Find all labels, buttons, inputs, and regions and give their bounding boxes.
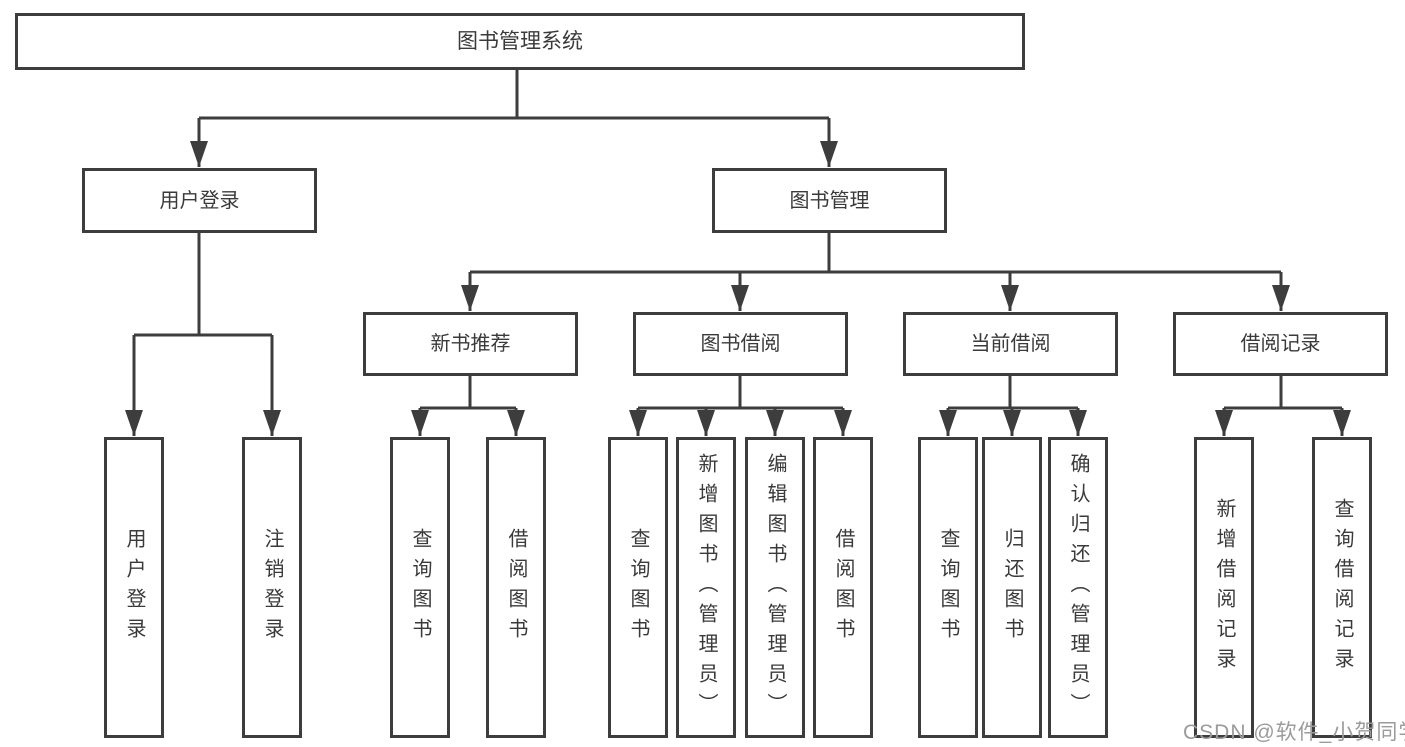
leaf-box-add-books-admin: 新增图书（管理员） [676, 437, 736, 738]
leaf-label-user-login: 用户登录 [123, 527, 145, 648]
leaf-box-add-borrow-record: 新增借阅记录 [1194, 437, 1254, 738]
leaf-box-edit-books-admin: 编辑图书（管理员） [745, 437, 805, 738]
leaf-box-confirm-return-admin: 确认归还（管理员） [1048, 437, 1108, 738]
node-box-book-management: 图书管理 [712, 168, 947, 233]
leaf-label-add-books-admin: 新增图书（管理员） [695, 452, 717, 723]
leaf-box-current-query-books: 查询图书 [918, 437, 978, 738]
leaf-box-query-borrow-record: 查询借阅记录 [1312, 437, 1372, 738]
node-label-new-book-recommend: 新书推荐 [430, 333, 511, 355]
leaf-label-logout: 注销登录 [261, 527, 283, 648]
leaf-label-query-borrow-record: 查询借阅记录 [1331, 497, 1353, 678]
book-borrow-children-connectors [629, 376, 852, 436]
node-label-system: 图书管理系统 [457, 30, 583, 53]
leaf-box-user-login: 用户登录 [104, 437, 164, 738]
node-label-book-borrow: 图书借阅 [700, 333, 781, 355]
user-login-children-connectors [125, 233, 281, 436]
node-label-borrow-records: 借阅记录 [1240, 333, 1321, 355]
csdn-watermark: CSDN @软件_小贺同学 [1183, 721, 1405, 744]
leaf-label-recommend-query-books: 查询图书 [409, 527, 431, 648]
leaf-label-add-borrow-record: 新增借阅记录 [1213, 497, 1235, 678]
node-box-user-login: 用户登录 [82, 168, 317, 233]
node-box-system: 图书管理系统 [15, 13, 1025, 70]
leaf-label-confirm-return-admin: 确认归还（管理员） [1067, 452, 1089, 723]
leaf-label-borrow-query-books: 查询图书 [627, 527, 649, 648]
node-label-current-borrow: 当前借阅 [970, 333, 1051, 355]
leaf-box-logout: 注销登录 [242, 437, 302, 738]
leaf-box-recommend-query-books: 查询图书 [390, 437, 450, 738]
leaf-label-current-query-books: 查询图书 [937, 527, 959, 648]
book-management-children-connectors [461, 233, 1290, 311]
leaf-label-edit-books-admin: 编辑图书（管理员） [764, 452, 786, 723]
leaf-label-recommend-borrow-books: 借阅图书 [505, 527, 527, 648]
node-label-user-login: 用户登录 [159, 189, 240, 212]
borrow-records-children-connectors [1215, 376, 1351, 436]
leaf-box-borrow-query-books: 查询图书 [608, 437, 668, 738]
node-box-new-book-recommend: 新书推荐 [363, 312, 578, 376]
leaf-box-borrow-books: 借阅图书 [813, 437, 873, 738]
node-box-book-borrow: 图书借阅 [633, 312, 848, 376]
leaf-box-recommend-borrow-books: 借阅图书 [486, 437, 546, 738]
leaf-label-return-books: 归还图书 [1001, 527, 1023, 648]
root-to-level2-connectors [190, 70, 838, 167]
leaf-box-return-books: 归还图书 [982, 437, 1042, 738]
node-box-current-borrow: 当前借阅 [903, 312, 1118, 376]
current-borrow-children-connectors [939, 376, 1087, 436]
new-book-recommend-children-connectors [411, 376, 525, 436]
leaf-label-borrow-books: 借阅图书 [832, 527, 854, 648]
node-label-book-management: 图书管理 [789, 189, 870, 212]
node-box-borrow-records: 借阅记录 [1173, 312, 1388, 376]
